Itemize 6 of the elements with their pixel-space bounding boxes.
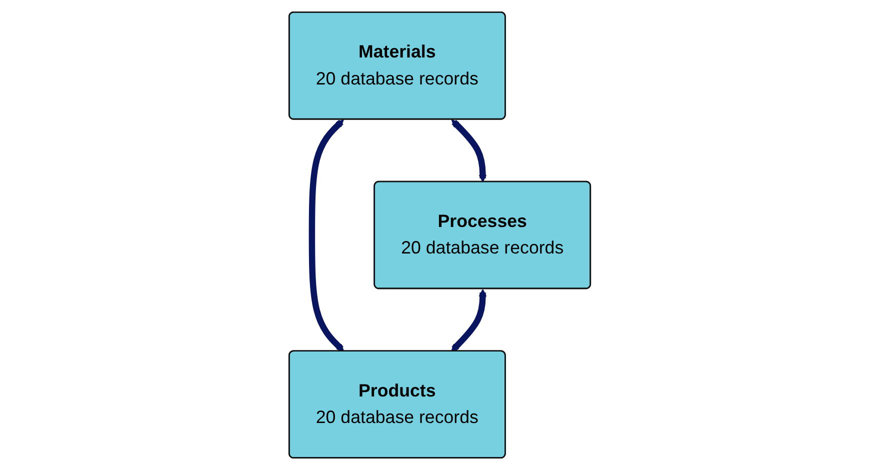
rounded-box: Products 20 database records	[288, 350, 506, 459]
rounded-box: Materials 20 database records	[288, 11, 506, 120]
rounded-box: Processes 20 database records	[374, 180, 592, 290]
arrow	[451, 288, 487, 352]
arrow	[309, 119, 344, 352]
arrow	[452, 119, 487, 182]
